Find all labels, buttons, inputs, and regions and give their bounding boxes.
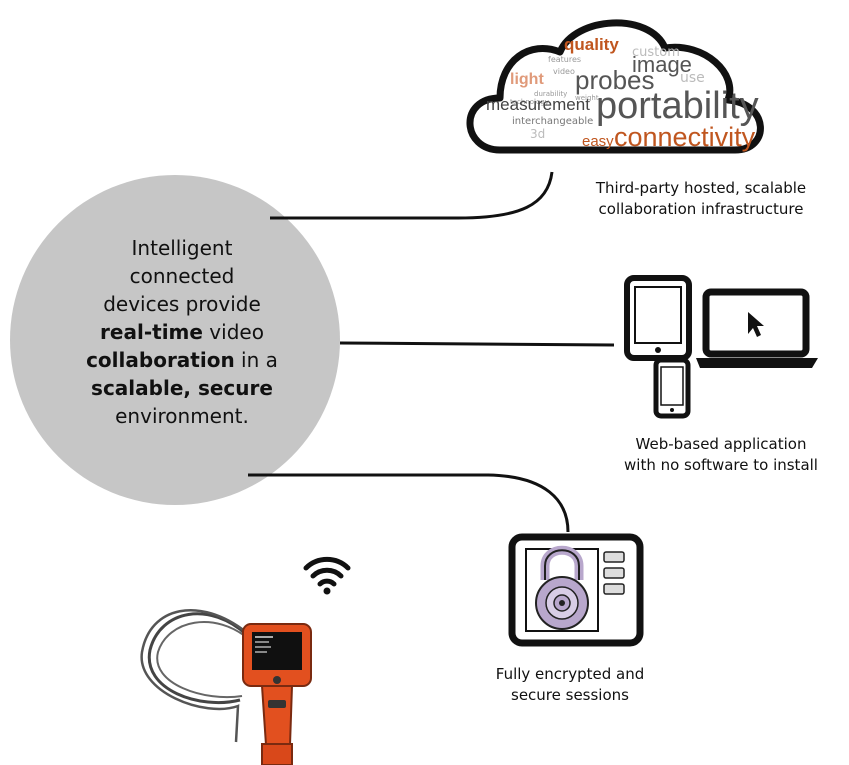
hub-line-7: environment. bbox=[115, 404, 249, 428]
hub-emphasis-collaboration: collaboration bbox=[86, 348, 235, 372]
secure-lock-icon bbox=[508, 533, 644, 647]
word-image: image bbox=[632, 52, 692, 77]
hub-line-3: devices provide bbox=[103, 292, 261, 316]
hub-circle bbox=[10, 175, 340, 505]
devices-caption-line-2: with no software to install bbox=[624, 456, 818, 474]
word-3d: 3d bbox=[530, 127, 545, 141]
hub-line-6: scalable, secure bbox=[38, 374, 326, 402]
word-interchangeable: interchangeable bbox=[512, 116, 593, 127]
hub-line-2: connected bbox=[129, 264, 235, 288]
cloud-icon: custom quality features image light vide… bbox=[466, 19, 764, 154]
hub-emphasis-realtime: real-time bbox=[100, 320, 203, 344]
connector-security bbox=[248, 473, 570, 533]
word-light: light bbox=[510, 71, 544, 88]
word-features: features bbox=[548, 55, 581, 64]
hub-line-4: real-time video bbox=[38, 318, 326, 346]
hub-line-4-rest: video bbox=[202, 320, 264, 344]
security-caption-line-1: Fully encrypted and bbox=[495, 665, 645, 683]
word-custom: custom bbox=[632, 45, 680, 60]
word-measurement: measurement bbox=[486, 95, 590, 114]
word-weight: weight bbox=[575, 94, 599, 102]
word-portability: portability bbox=[596, 85, 759, 127]
cursor-icon bbox=[748, 312, 764, 337]
cloud-caption-line-2: collaboration infrastructure bbox=[598, 200, 804, 218]
word-quality: quality bbox=[564, 35, 619, 54]
borescope-device-image bbox=[140, 609, 312, 765]
tablet-icon bbox=[624, 275, 692, 361]
word-video: video bbox=[553, 67, 575, 76]
connector-devices bbox=[339, 341, 615, 347]
devices-caption-line-1: Web-based application bbox=[635, 435, 807, 453]
devices-caption: Web-based application with no software t… bbox=[598, 434, 844, 476]
wifi-icon bbox=[303, 556, 351, 595]
hub-line-5-rest: in a bbox=[234, 348, 278, 372]
cloud-caption: Third-party hosted, scalable collaborati… bbox=[558, 178, 844, 220]
laptop-icon bbox=[696, 288, 818, 368]
security-caption-line-2: secure sessions bbox=[511, 686, 629, 704]
word-durability: durability bbox=[534, 90, 567, 98]
connector-cloud bbox=[270, 171, 554, 220]
security-caption: Fully encrypted and secure sessions bbox=[462, 664, 678, 706]
phone-icon bbox=[653, 357, 691, 419]
hub-line-5: collaboration in a bbox=[38, 346, 326, 374]
devices-icon bbox=[624, 275, 818, 419]
hub-emphasis-secure: scalable, secure bbox=[91, 376, 273, 400]
word-easy: easy bbox=[582, 133, 614, 150]
cloud-caption-line-1: Third-party hosted, scalable bbox=[595, 179, 807, 197]
word-connectivity: connectivity bbox=[614, 122, 756, 152]
word-use: use bbox=[680, 70, 705, 86]
hub-line-1: Intelligent bbox=[131, 236, 233, 260]
word-probes: probes bbox=[575, 65, 655, 95]
hub-text: Intelligent connected devices provide re… bbox=[38, 234, 326, 430]
word-technology: technology bbox=[510, 98, 549, 106]
